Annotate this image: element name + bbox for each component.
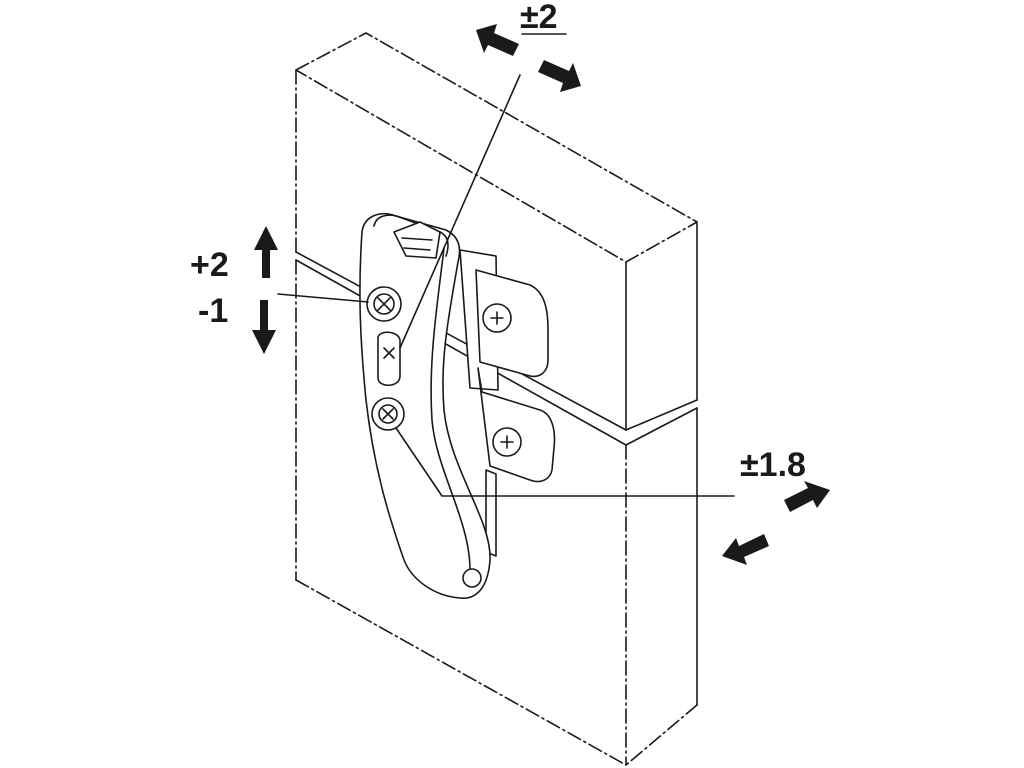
height-leader-line [277,293,369,303]
depth-adjust-label: ±2 [520,0,558,36]
depth-leader-line [399,74,521,349]
height-minus-label: -1 [198,292,228,330]
side-leader-line [395,427,735,497]
lower-panel [295,259,698,766]
arrow-up-left-icon [476,24,519,56]
mounting-plate [459,249,556,557]
height-plus-label: +2 [190,246,229,284]
arrow-down-icon [252,300,276,354]
arm-rivet-icon [462,568,482,588]
leader-lines [277,74,735,497]
upper-panel [295,32,698,431]
arrow-right-up-icon [784,481,830,512]
side-adjust-label: ±1.8 [740,446,806,484]
side-arrows [722,481,830,565]
arrow-up-icon [254,226,278,278]
height-arrows [252,226,278,354]
arrow-left-down-icon [722,534,769,565]
depth-arrows [476,24,581,92]
hinge-arm [359,212,491,599]
arrow-down-right-icon [538,60,581,92]
